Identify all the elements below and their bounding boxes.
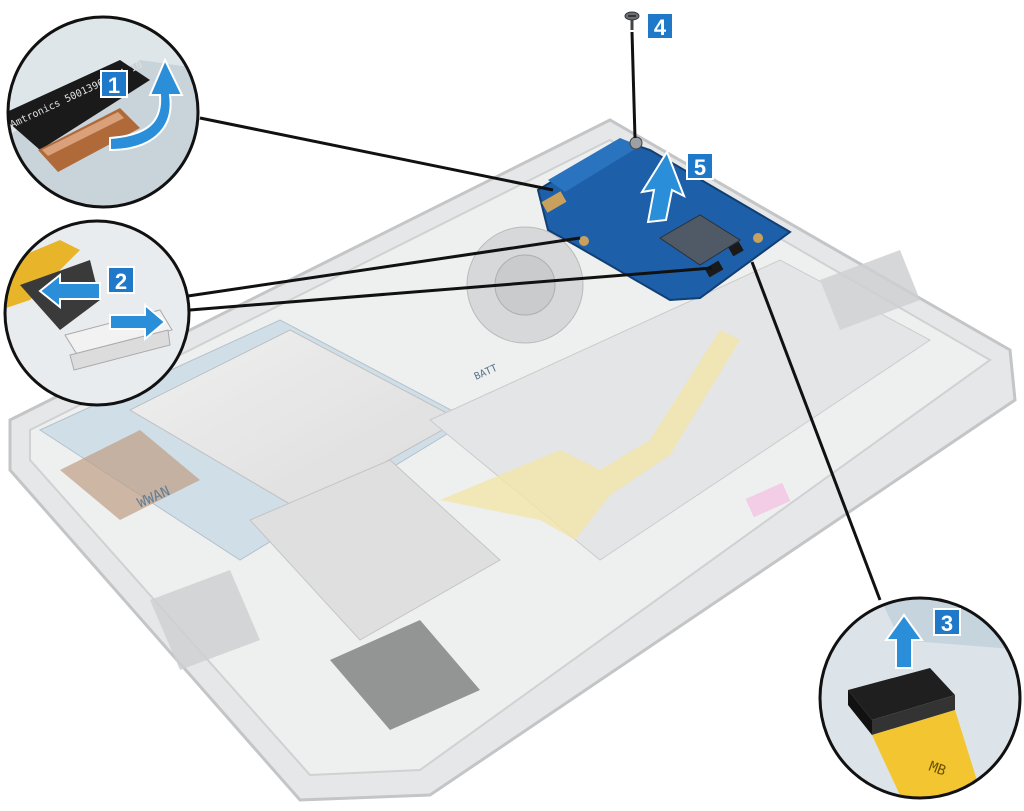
callout-step-2: 2 xyxy=(107,266,135,294)
internal-components: WWAN BATT xyxy=(38,226,931,730)
screw-guide-line xyxy=(630,31,637,139)
zoom-callout-3: MB xyxy=(818,596,1022,800)
callout-step-3: 3 xyxy=(933,608,961,636)
callout-step-4: 4 xyxy=(646,12,674,40)
lift-arrow-icon xyxy=(109,57,184,152)
screw-icon xyxy=(624,11,640,30)
lift-arrow-icon xyxy=(884,613,924,669)
mb-label: MB xyxy=(927,759,948,780)
callout-step-1: 1 xyxy=(100,70,128,98)
zoom-callout-1: Amtronics 5001396 X04 10 xyxy=(6,15,200,209)
slide-arrow-right-icon xyxy=(109,302,167,342)
zoom-callout-2 xyxy=(3,219,191,407)
lift-arrow-icon xyxy=(639,149,686,224)
slide-arrow-left-icon xyxy=(38,272,101,310)
callout-step-5: 5 xyxy=(686,152,714,180)
leader-lines xyxy=(187,116,882,601)
